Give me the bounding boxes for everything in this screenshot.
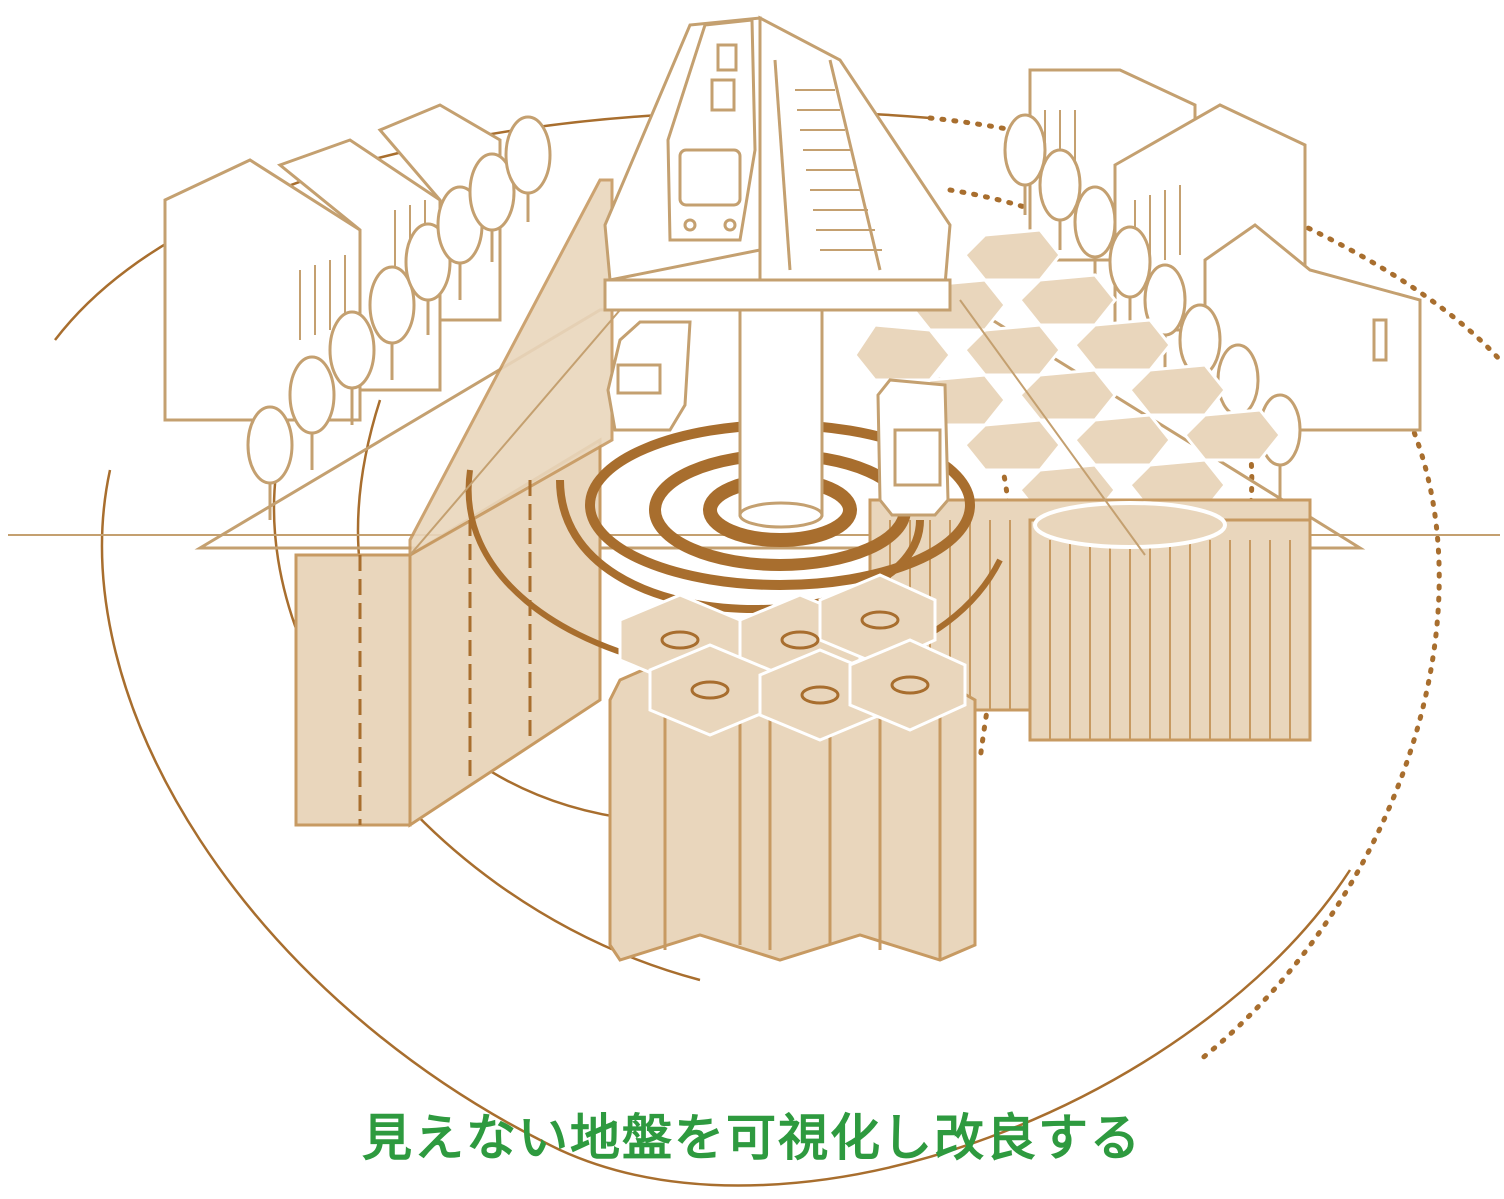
train-icon [666, 18, 757, 242]
hex-mat [853, 228, 1282, 517]
viaduct [603, 15, 952, 312]
pillar-icon [738, 298, 824, 529]
column-icon [608, 573, 977, 962]
tree-icon [246, 115, 552, 520]
column-icon [868, 498, 1312, 742]
car-icon [606, 320, 950, 517]
caption-text: 見えない地盤を可視化し改良する [362, 1108, 1142, 1167]
wall-icon [294, 178, 614, 828]
